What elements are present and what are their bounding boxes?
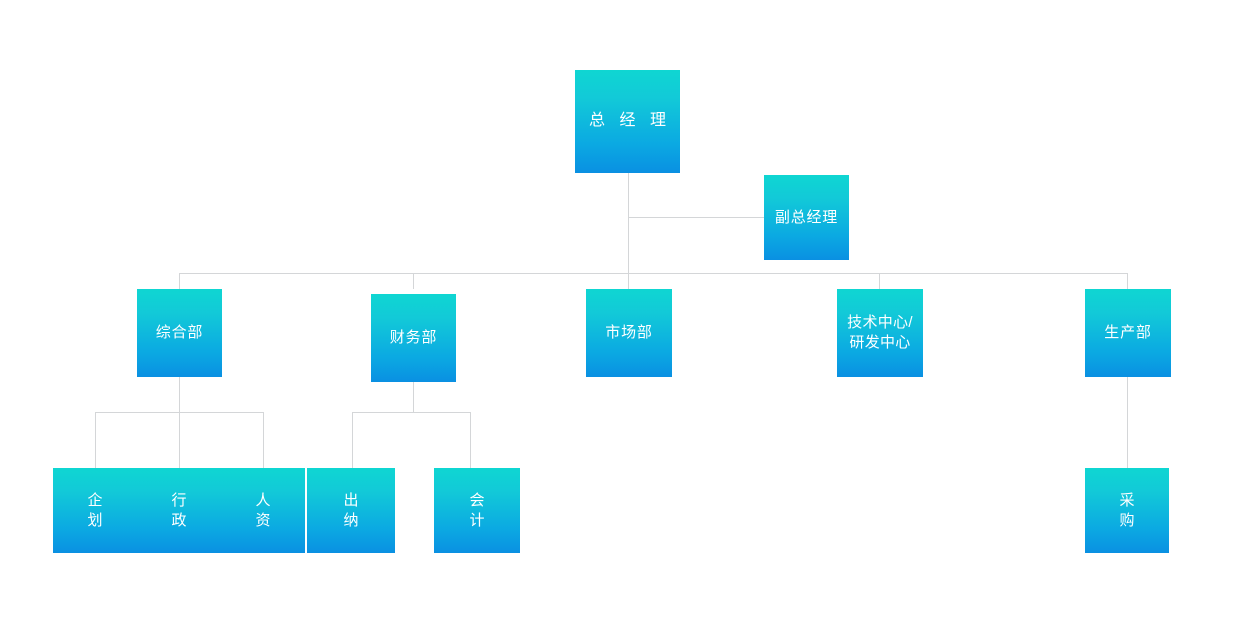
node-sub-purchasing[interactable]: 采购 [1085,468,1169,553]
node-label-sub-admin: 行政 [171,492,187,529]
node-sub-planning[interactable]: 企划 [53,468,137,553]
node-label-dept-general: 综合部 [155,324,204,342]
node-dept-general-affairs[interactable]: 综合部 [137,289,222,377]
node-root-general-manager[interactable]: 总 经 理 [575,70,680,173]
connector-drop-sub-planning [95,412,96,469]
node-label-sub-planning: 企划 [87,492,103,529]
node-sub-human-resources[interactable]: 人资 [221,468,305,553]
node-label-dept-finance: 财务部 [389,329,438,347]
node-label-sub-purchasing: 采购 [1119,492,1135,529]
node-group-general-affairs-subunits[interactable]: 企划 行政 人资 [53,468,305,553]
connector-level2-bus [179,273,1128,274]
connector-drop-dept-finance [413,273,414,289]
node-label-sub-accounting: 会计 [469,492,485,529]
node-sub-cashier[interactable]: 出纳 [307,468,395,553]
node-deputy-general-manager[interactable]: 副总经理 [764,175,849,260]
node-label-root: 总 经 理 [589,112,671,130]
connector-drop-dept-general [179,273,180,289]
connector-drop-sub-cashier [352,412,353,469]
connector-stem-dept-production [1127,377,1128,469]
node-label-dept-market: 市场部 [605,324,653,342]
node-dept-finance[interactable]: 财务部 [371,294,456,382]
node-dept-tech-rnd-center[interactable]: 技术中心/ 研发中心 [837,289,923,377]
connector-root-stem [628,173,629,273]
connector-drop-dept-production [1127,273,1128,289]
connector-drop-dept-market [628,273,629,289]
connector-drop-dept-tech [879,273,880,289]
node-label-dept-tech: 技术中心/ 研发中心 [847,314,913,351]
connector-drop-sub-accounting [470,412,471,469]
node-dept-marketing[interactable]: 市场部 [586,289,672,377]
node-label-sub-cashier: 出纳 [343,492,359,529]
connector-stem-dept-general [179,377,180,413]
node-label-sub-hr: 人资 [255,492,271,529]
node-dept-production[interactable]: 生产部 [1085,289,1171,377]
node-label-deputy: 副总经理 [774,208,839,226]
node-sub-administration[interactable]: 行政 [137,468,221,553]
connector-drop-sub-admin [179,412,180,469]
connector-drop-sub-hr [263,412,264,469]
node-sub-accounting[interactable]: 会计 [434,468,520,553]
connector-stem-dept-finance [413,377,414,413]
node-label-dept-production: 生产部 [1104,324,1152,342]
connector-root-to-deputy [628,217,765,218]
connector-bus-dept-finance [352,412,471,413]
